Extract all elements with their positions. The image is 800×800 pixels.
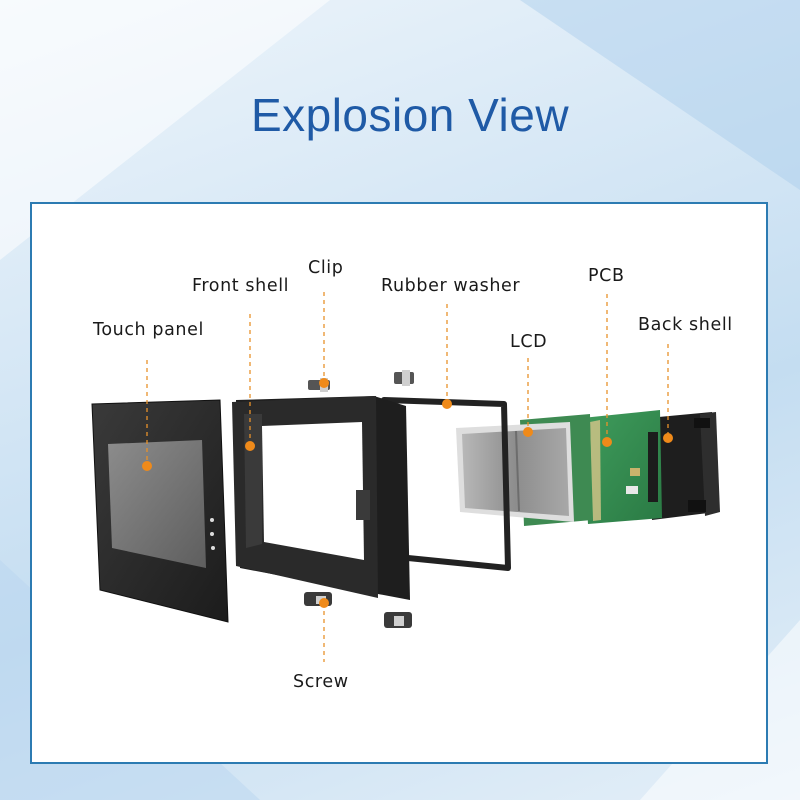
marker-screw (319, 598, 329, 608)
marker-back-shell (663, 433, 673, 443)
label-lcd: LCD (510, 332, 548, 352)
label-touch-panel: Touch panel (93, 320, 204, 340)
label-screw: Screw (293, 672, 349, 692)
front-shell-part (232, 396, 410, 600)
marker-rubber-washer (442, 399, 452, 409)
lcd-part (456, 414, 592, 526)
touch-panel-part (91, 399, 229, 623)
label-clip: Clip (308, 258, 344, 278)
page-title: Explosion View (250, 89, 570, 141)
markers (142, 378, 673, 608)
screw-part (304, 592, 412, 628)
label-back-shell: Back shell (638, 315, 733, 335)
label-front-shell: Front shell (192, 276, 290, 296)
pcb-part (582, 410, 662, 524)
marker-lcd (523, 427, 533, 437)
marker-front-shell (245, 441, 255, 451)
leader-lines (146, 292, 669, 662)
label-pcb: PCB (588, 266, 625, 286)
label-rubber-washer: Rubber washer (381, 276, 521, 296)
marker-pcb (602, 437, 612, 447)
marker-clip (319, 378, 329, 388)
marker-touch-panel (142, 461, 152, 471)
